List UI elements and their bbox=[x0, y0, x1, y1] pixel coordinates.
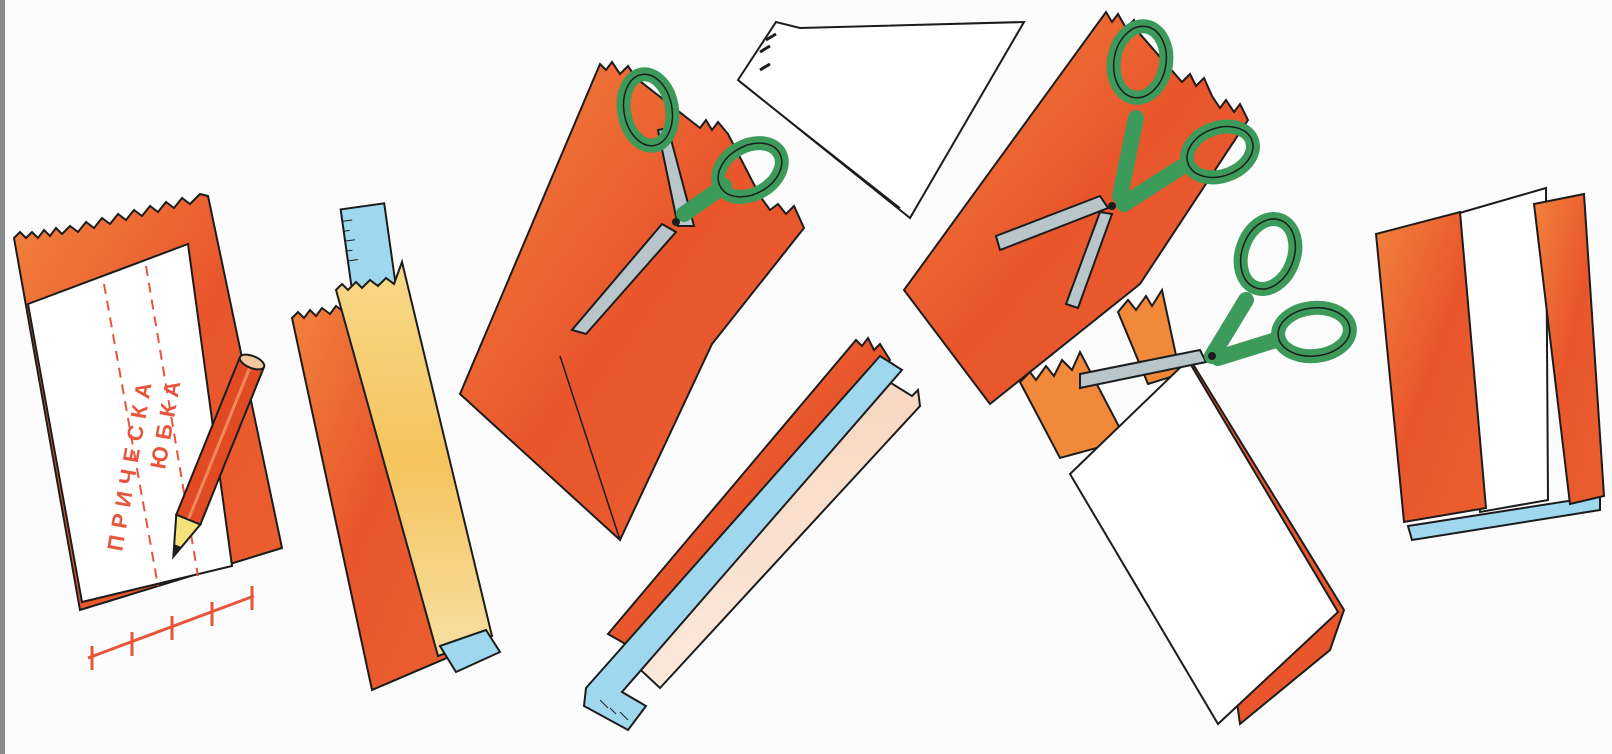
step-1-mark-lines: ПРИЧЕСКА ЮБКА bbox=[14, 194, 282, 670]
step-2-fold-strip bbox=[292, 203, 500, 690]
left-border bbox=[0, 0, 5, 754]
ruler-icon bbox=[341, 203, 396, 288]
step-8-result bbox=[1376, 188, 1604, 540]
